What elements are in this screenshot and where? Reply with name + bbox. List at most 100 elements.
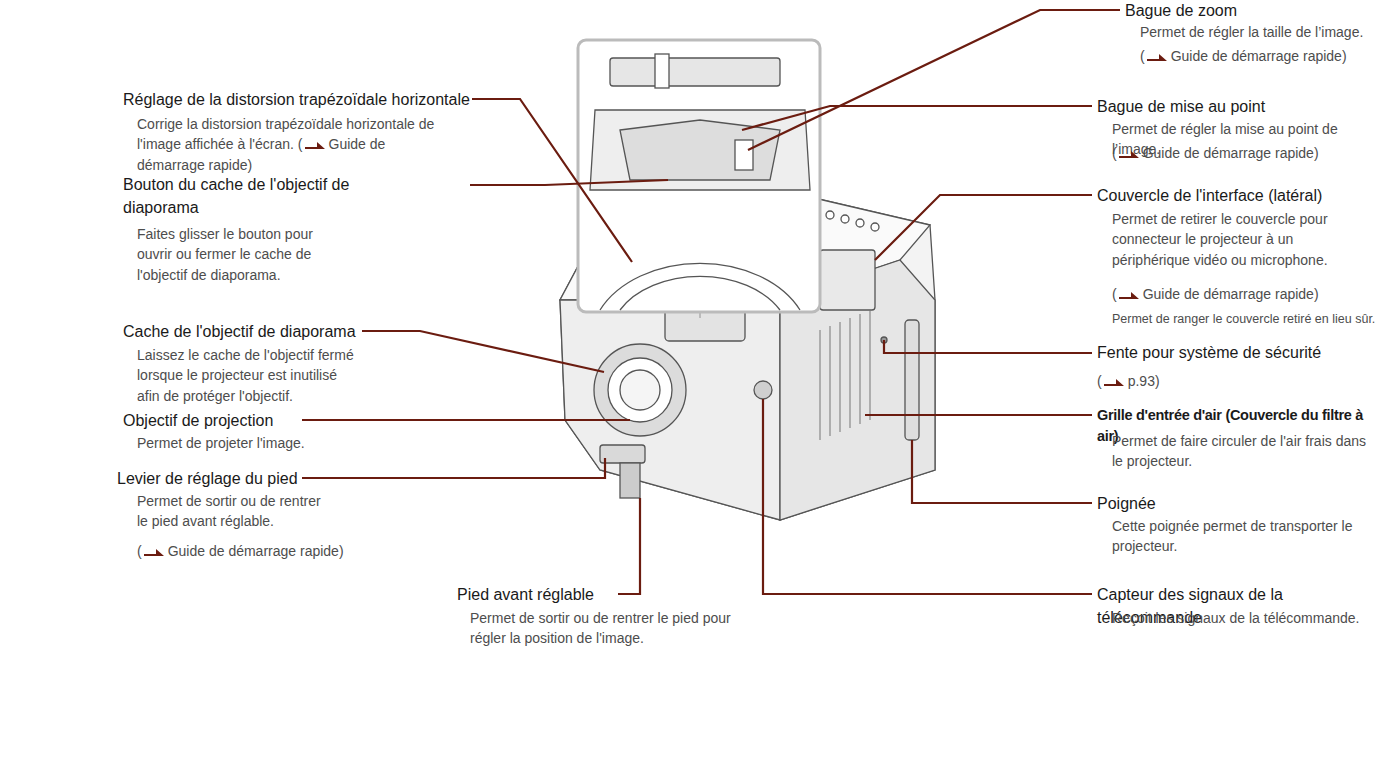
leader-line bbox=[875, 195, 1092, 260]
part-description: Reçoit les signaux de la télécommande. bbox=[1112, 608, 1381, 628]
front-foot bbox=[620, 463, 640, 498]
reference-text: Guide de démarrage rapide) bbox=[168, 543, 344, 559]
reference-arrow-shape bbox=[1119, 292, 1139, 299]
reference-arrow-icon bbox=[1103, 375, 1125, 387]
zoom-focus-rings bbox=[620, 120, 780, 180]
part-name: Bouton du cache de l'objectif de diapora… bbox=[123, 173, 383, 219]
label-text: Réglage de la distorsion trapézoïdale ho… bbox=[123, 91, 470, 108]
leader-line bbox=[763, 399, 1092, 594]
part-name: Levier de réglage du pied bbox=[117, 467, 357, 490]
inset-frame bbox=[578, 40, 820, 312]
lens-inner bbox=[620, 370, 660, 410]
reference-text: Guide de démarrage rapide) bbox=[1143, 145, 1319, 161]
reference-arrow-shape bbox=[1119, 151, 1139, 158]
part-description: Corrige la distorsion trapézoïdale horiz… bbox=[137, 114, 437, 175]
label-text: ( bbox=[1112, 286, 1117, 302]
part-description: ( Guide de démarrage rapide) bbox=[1140, 46, 1380, 66]
intake-grille bbox=[820, 310, 870, 440]
label-text: Bouton du cache de l'objectif de diapora… bbox=[123, 176, 349, 216]
foot-lever bbox=[600, 445, 645, 463]
projection-lens bbox=[608, 358, 672, 422]
leader-line bbox=[618, 498, 640, 594]
label-text: ( bbox=[1140, 48, 1145, 64]
part-description: Permet de retirer le couvercle pour conn… bbox=[1112, 209, 1357, 270]
part-name: Cache de l'objectif de diaporama bbox=[123, 320, 423, 343]
part-name: Bague de zoom bbox=[1125, 0, 1375, 22]
part-description: Laissez le cache de l'objectif fermé lor… bbox=[137, 345, 357, 406]
reference-arrow-icon bbox=[304, 138, 326, 150]
inset-lens-arc bbox=[600, 263, 800, 310]
label-text: Bague de zoom bbox=[1125, 2, 1237, 19]
label-text: Poignée bbox=[1097, 495, 1156, 512]
reference-arrow-shape bbox=[305, 142, 325, 149]
label-text: Corrige la distorsion trapézoïdale horiz… bbox=[137, 116, 434, 152]
part-description: Permet de sortir ou de rentrer le pied p… bbox=[470, 608, 770, 649]
label-text: Faites glisser le bouton pour ouvrir ou … bbox=[137, 226, 313, 283]
part-description: Permet de sortir ou de rentrer le pied a… bbox=[137, 491, 327, 532]
reference-text: ( bbox=[298, 136, 303, 152]
part-description: ( Guide de démarrage rapide) bbox=[1112, 284, 1372, 304]
interface-cover bbox=[820, 250, 875, 310]
label-text: Permet de régler la taille de l’image. bbox=[1140, 24, 1363, 40]
reference-arrow-shape bbox=[144, 549, 164, 556]
label-text: Permet de projeter l'image. bbox=[137, 435, 305, 451]
reference-arrow-icon bbox=[1118, 288, 1140, 300]
inset-pointer bbox=[699, 312, 701, 318]
label-text: Permet de sortir ou de rentrer le pied a… bbox=[137, 493, 321, 529]
handle bbox=[905, 320, 919, 440]
part-name: Couvercle de l'interface (latéral) bbox=[1097, 184, 1377, 207]
label-text: Cette poignée permet de transporter le p… bbox=[1112, 518, 1352, 554]
label-text: ( bbox=[137, 543, 142, 559]
label-text: ( bbox=[1112, 145, 1117, 161]
label-text: Permet de faire circuler de l'air frais … bbox=[1112, 433, 1366, 469]
part-name: Bague de mise au point bbox=[1097, 95, 1377, 118]
label-text: Fente pour système de sécurité bbox=[1097, 344, 1321, 361]
leader-line bbox=[742, 106, 1092, 130]
leader-line bbox=[912, 440, 1092, 503]
reference-text: Guide de démarrage rapide) bbox=[1171, 48, 1347, 64]
part-description: ( Guide de démarrage rapide) bbox=[137, 541, 377, 561]
label-text: Permet de ranger le couvercle retiré en … bbox=[1112, 312, 1375, 326]
part-name: Fente pour système de sécurité bbox=[1097, 341, 1377, 364]
remote-sensor bbox=[754, 381, 772, 399]
leader-line bbox=[302, 419, 630, 421]
part-description: Permet de régler la taille de l’image. bbox=[1140, 22, 1380, 42]
reference-arrow-icon bbox=[1146, 50, 1168, 62]
label-text: Permet de retirer le couvercle pour conn… bbox=[1112, 211, 1328, 268]
leader-line bbox=[472, 99, 632, 262]
label-text: Permet de sortir ou de rentrer le pied p… bbox=[470, 610, 731, 646]
reference-text: p.93) bbox=[1128, 373, 1160, 389]
label-text: ( bbox=[1097, 373, 1102, 389]
part-description: Permet de ranger le couvercle retiré en … bbox=[1112, 310, 1381, 328]
lens-inset bbox=[578, 40, 820, 318]
part-description: ( Guide de démarrage rapide) bbox=[1112, 143, 1372, 163]
part-name: Pied avant réglable bbox=[457, 583, 657, 606]
reference-arrow-shape bbox=[1147, 54, 1167, 61]
label-text: Pied avant réglable bbox=[457, 586, 594, 603]
label-text: Reçoit les signaux de la télécommande. bbox=[1112, 610, 1359, 626]
part-description: Permet de faire circuler de l'air frais … bbox=[1112, 431, 1372, 472]
label-text: Bague de mise au point bbox=[1097, 98, 1265, 115]
part-description: Faites glisser le bouton pour ouvrir ou … bbox=[137, 224, 317, 285]
part-name: Poignée bbox=[1097, 492, 1377, 515]
leader-line bbox=[748, 10, 1120, 150]
control-buttons bbox=[826, 211, 879, 231]
part-description: ( p.93) bbox=[1097, 371, 1297, 391]
keystone-knob bbox=[655, 54, 669, 88]
front-face bbox=[560, 300, 780, 520]
label-text: Laissez le cache de l'objectif fermé lor… bbox=[137, 347, 354, 404]
part-description: Cette poignée permet de transporter le p… bbox=[1112, 516, 1372, 557]
label-text: Levier de réglage du pied bbox=[117, 470, 298, 487]
leader-line bbox=[865, 414, 1092, 416]
keystone-slider bbox=[610, 58, 780, 86]
part-description: Permet de projeter l'image. bbox=[137, 433, 377, 453]
part-name: Objectif de projection bbox=[123, 409, 363, 432]
part-name: Réglage de la distorsion trapézoïdale ho… bbox=[123, 88, 543, 111]
leader-line bbox=[470, 180, 668, 185]
reference-text: Guide de démarrage rapide) bbox=[1143, 286, 1319, 302]
reference-arrow-icon bbox=[1118, 147, 1140, 159]
leader-line bbox=[302, 458, 605, 478]
label-text: Cache de l'objectif de diaporama bbox=[123, 323, 356, 340]
label-text: Couvercle de l'interface (latéral) bbox=[1097, 187, 1322, 204]
